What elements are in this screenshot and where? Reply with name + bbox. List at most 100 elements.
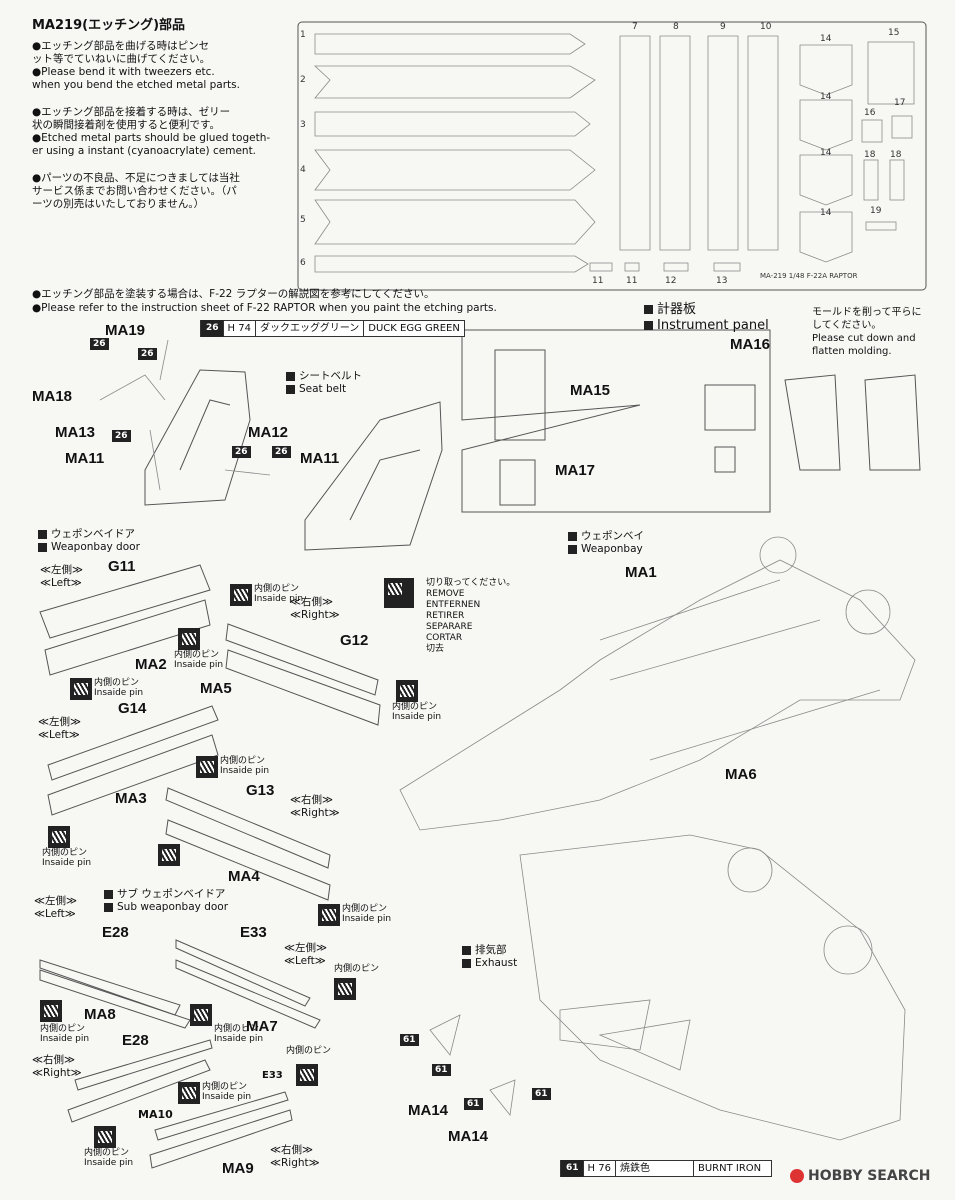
part-label: MA6	[725, 766, 757, 783]
side-label-left: ≪左側≫≪Left≫	[284, 942, 327, 968]
inside-pin-icon	[334, 978, 356, 1000]
weaponbay-title: ウェポンベイ Weaponbay	[568, 530, 644, 556]
color-badge: 61	[532, 1088, 551, 1100]
note-line: ●エッチング部品を接着する時は、ゼリー	[32, 106, 231, 118]
color-name-jp: ダックエッググリーン	[256, 321, 365, 336]
color-code-badge: 26	[201, 320, 224, 337]
side-label-right: ≪右側≫≪Right≫	[270, 1144, 320, 1170]
pin-en: Insaide pin	[254, 594, 304, 604]
inside-pin-icon	[40, 1000, 62, 1022]
part-label: MA16	[730, 336, 771, 353]
fret-row-label: 1	[300, 30, 306, 40]
pin-en: Insaide pin	[40, 1034, 90, 1044]
fret-row-label: 2	[300, 75, 306, 85]
pin-en: Insaide pin	[174, 660, 224, 670]
fret-row-label: 6	[300, 258, 306, 268]
part-label: MA11	[65, 450, 105, 467]
seatbelt-en: Seat belt	[299, 383, 347, 395]
color-badge: 26	[232, 446, 251, 458]
color-badge: 61	[432, 1064, 451, 1076]
panel-title-en: Instrument panel	[657, 318, 769, 333]
seatbelt-jp: シートベルト	[299, 370, 362, 382]
part-label: MA3	[115, 790, 147, 807]
color-h-code: H 74	[224, 321, 256, 336]
note-line: 状の瞬間接着剤を使用すると便利です。	[32, 119, 220, 131]
note-line: サービス係までお問い合わせください。（パ	[32, 185, 237, 197]
square-bullet-icon	[104, 902, 113, 912]
fret-part-label: 14	[820, 34, 832, 44]
remove-line: SEPARARE	[426, 622, 473, 632]
color-badge: 26	[90, 338, 109, 350]
square-bullet-icon	[462, 958, 471, 968]
fret-part-label: 18	[864, 150, 876, 160]
weaponbay-title-jp: ウェポンベイ	[581, 530, 644, 542]
wbdoor-title-en: Weaponbay door	[51, 541, 140, 553]
part-label: G13	[246, 782, 275, 799]
square-bullet-icon	[286, 384, 295, 394]
remove-line: REMOVE	[426, 589, 465, 599]
mold-note: モールドを削って平らに してください。 Please cut down and …	[812, 306, 922, 358]
square-bullet-icon	[568, 544, 577, 554]
pin-jp: 内側のピン	[214, 1024, 260, 1034]
color-badge: 61	[400, 1034, 419, 1046]
pin-jp: 内側のピン	[40, 1024, 86, 1034]
pin-jp: 内側のピン	[220, 756, 266, 766]
pin-jp: 内側のピン	[342, 904, 388, 914]
wbdoor-title-jp: ウェポンベイドア	[51, 528, 135, 540]
inside-pin-icon	[70, 678, 92, 700]
side-en: ≪Left≫	[284, 955, 326, 967]
color-code-badge: 61	[561, 1160, 584, 1177]
remove-line: RETIRER	[426, 611, 465, 621]
remove-line: 切り取ってください。	[426, 578, 516, 588]
side-label-left: ≪左側≫≪Left≫	[38, 716, 81, 742]
part-label: E28	[102, 924, 129, 941]
side-en: ≪Left≫	[40, 577, 82, 589]
side-jp: ≪右側≫	[32, 1054, 75, 1066]
pin-en: Insaide pin	[220, 766, 270, 776]
wbdoor-title: ウェポンベイドア Weaponbay door	[38, 528, 140, 554]
part-label: MA14	[448, 1128, 489, 1145]
side-en: ≪Right≫	[270, 1157, 320, 1169]
fret-col-label: 10	[760, 22, 772, 32]
part-label: MA13	[55, 424, 96, 441]
inside-pin-icon	[48, 826, 70, 848]
square-bullet-icon	[462, 945, 471, 955]
inside-pin-icon	[178, 628, 200, 650]
mold-note-line: してください。	[812, 320, 882, 331]
watermark-text: HOBBY SEARCH	[808, 1168, 931, 1184]
exhaust-title-jp: 排気部	[475, 944, 507, 956]
side-jp: ≪左側≫	[284, 942, 327, 954]
note-line: er using a instant (cyanoacrylate) cemen…	[32, 145, 257, 157]
remove-icon	[384, 578, 414, 608]
fret-part-label: 12	[665, 276, 677, 286]
color-name-en: DUCK EGG GREEN	[368, 323, 460, 334]
remove-line: 切去	[426, 644, 445, 654]
inside-pin-icon	[158, 844, 180, 866]
fret-part-label: 14	[820, 92, 832, 102]
remove-notice: 切り取ってください。 REMOVE ENTFERNEN RETIRER SEPA…	[384, 578, 515, 654]
page-title: MA219(エッチング)部品	[32, 18, 186, 33]
watermark: HOBBY SEARCH	[790, 1168, 930, 1184]
square-bullet-icon	[568, 531, 577, 541]
side-label-right: ≪右側≫≪Right≫	[290, 596, 340, 622]
side-en: ≪Right≫	[32, 1067, 82, 1079]
remove-line: ENTFERNEN	[426, 600, 481, 610]
fret-row-label: 5	[300, 215, 306, 225]
side-en: ≪Left≫	[34, 908, 76, 920]
paint-note-jp: ●エッチング部品を塗装する場合は、F-22 ラプターの解説図を参考にしてください…	[32, 288, 435, 300]
pin-en: Insaide pin	[94, 688, 144, 698]
color-h-code: H 76	[584, 1161, 616, 1176]
inside-pin-icon	[230, 584, 252, 606]
inside-pin-icon	[296, 1064, 318, 1086]
fret-part-label: 17	[894, 98, 906, 108]
square-bullet-icon	[286, 371, 295, 381]
part-label: MA1	[625, 564, 657, 581]
pin-jp: 内側のピン	[84, 1148, 130, 1158]
color-name-en: BURNT IRON	[697, 1163, 762, 1174]
note-line: ット等でていねいに曲げてください。	[32, 53, 211, 65]
square-bullet-icon	[104, 889, 113, 899]
pin-jp: 内側のピン	[392, 702, 438, 712]
